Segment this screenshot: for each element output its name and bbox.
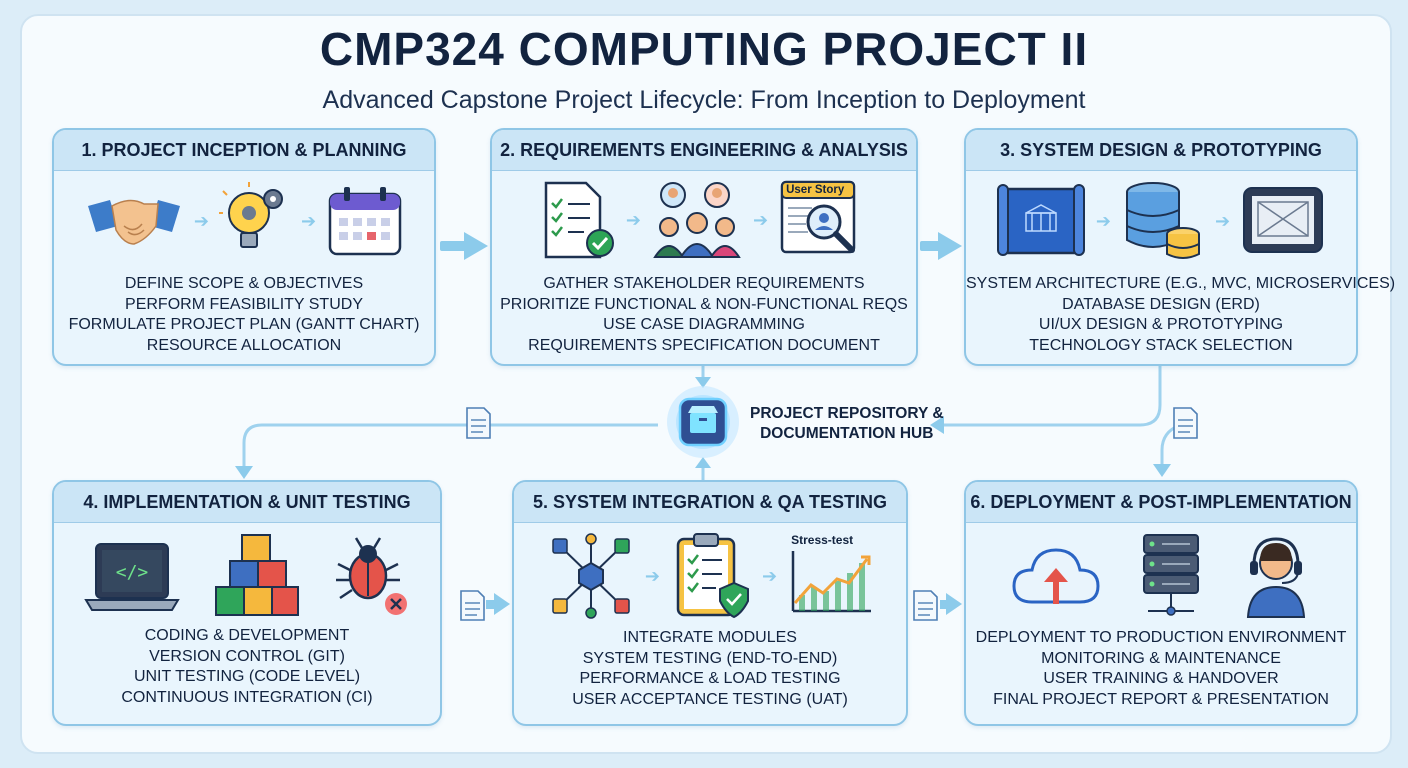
svg-text:</>: </> [116,562,149,583]
phase-5-title: 5. SYSTEM INTEGRATION & QA TESTING [514,482,906,523]
phase-4-icons: </> [54,530,440,624]
checklist-document-icon [544,181,614,259]
arrow-phase2-to-phase3 [920,232,962,260]
page-subtitle: Advanced Capstone Project Lifecycle: Fro… [322,86,1086,114]
list-item: Performance & Load Testing [579,670,841,687]
phase-2-title: 2. REQUIREMENTS ENGINEERING & ANALYSIS [492,130,916,171]
phase-3-panel: 3. SYSTEM DESIGN & PROTOTYPING ➔ ➔ [964,128,1396,366]
phase-1-items: Define Scope & Objectives Perform Feasib… [54,274,434,356]
arrow-icon: ➔ [753,209,769,230]
database-icon [1126,182,1200,259]
phase-1-icons: ➔ ➔ [54,180,434,262]
connector-hub-left [242,423,658,470]
arrow-icon: ➔ [1095,210,1111,231]
arrow-icon: ➔ [1215,210,1231,231]
stress-test-chart-icon: Stress-test [787,533,873,619]
list-item: Unit Testing (Code level) [133,668,361,685]
arrow-icon: ➔ [762,565,778,586]
user-story-icon: User Story [778,178,868,262]
phase-5-items: Integrate Modules System Testing (End-to… [514,628,906,710]
modules-blocks-icon [215,534,299,616]
page-title: CMP324 COMPUTING PROJECT II [319,23,1089,75]
stress-test-label: Stress-test [791,533,854,547]
list-item: Coding & Development [144,627,350,644]
phase-6-title: 6. DEPLOYMENT & POST-IMPLEMENTATION [966,482,1356,523]
handshake-icon [87,199,180,245]
list-item: Monitoring & Maintenance [1041,649,1281,667]
list-item: Integrate Modules [623,629,797,646]
calendar-icon [328,187,402,256]
bug-icon [336,537,407,615]
phase-2-items: Gather Stakeholder Requirements Prioriti… [492,274,916,356]
list-item: User Training & Handover [1043,670,1279,687]
phase-4-items: Coding & Development Version Control (Gi… [54,626,440,708]
phase-3-icons: ➔ ➔ [966,180,1356,262]
phase-5-panel: 5. SYSTEM INTEGRATION & QA TESTING ➔ ➔ [512,480,908,726]
phase-6-items: Deployment to Production Environment Mon… [966,628,1356,710]
phase-2-panel: 2. REQUIREMENTS ENGINEERING & ANALYSIS ➔… [490,128,918,366]
arrow-phase4-to-phase5 [486,593,510,615]
list-item: System Architecture (e.g., MVC, Microser… [966,275,1396,292]
list-item: Prioritize Functional & Non-Functional R… [500,295,908,313]
list-item: Database Design (ERD) [1062,295,1260,313]
phase-2-icons: ➔ ➔ User Story [492,178,916,262]
lightbulb-gears-icon [219,182,283,248]
arrow-icon: ➔ [644,565,660,586]
cloud-upload-icon [1012,548,1100,604]
phase-6-panel: 6. DEPLOYMENT & POST-IMPLEMENTATION [964,480,1358,726]
list-item: Formulate Project Plan (Gantt Chart) [68,316,420,333]
arrow-phase1-to-phase2 [440,232,488,260]
phase-3-items: System Architecture (e.g., MVC, Microser… [966,274,1396,356]
repository-box-icon [667,386,739,458]
list-item: Perform Feasibility Study [125,295,363,313]
list-item: Continuous Integration (CI) [121,688,373,706]
user-story-label: User Story [786,184,845,196]
document-icon [460,407,1198,621]
list-item: Deployment to Production Environment [975,629,1347,646]
list-item: Final Project Report & Presentation [993,690,1329,708]
phase-1-title: 1. PROJECT INCEPTION & PLANNING [54,130,434,171]
arrow-icon: ➔ [625,209,641,230]
phase-4-panel: 4. IMPLEMENTATION & UNIT TESTING </> Cod… [52,480,442,726]
list-item: Technology Stack Selection [1029,336,1293,354]
support-agent-icon [1246,537,1306,618]
list-item: User Acceptance Testing (UAT) [572,690,848,708]
arrow-icon: ➔ [301,210,317,231]
list-item: Resource Allocation [146,336,342,354]
list-item: Use Case Diagramming [603,316,805,333]
list-item: Version Control (Git) [149,647,345,665]
list-item: Requirements Specification Document [528,336,880,354]
repository-hub-label: PROJECT REPOSITORY & DOCUMENTATION HUB [750,405,944,442]
phase-3-title: 3. SYSTEM DESIGN & PROTOTYPING [966,130,1356,171]
laptop-code-icon: </> [84,543,180,611]
list-item: Define Scope & Objectives [124,275,364,292]
tablet-wireframe-icon [1243,187,1324,253]
phase-5-icons: ➔ ➔ Stress-test [514,530,906,622]
network-hub-icon [552,533,630,619]
connector-phase3-hub [940,366,1162,427]
server-rack-icon [1143,534,1199,616]
stakeholders-icon [653,182,741,258]
clipboard-check-icon [676,533,749,619]
list-item: UI/UX Design & Prototyping [1038,316,1284,333]
phase-1-panel: 1. PROJECT INCEPTION & PLANNING ➔ ➔ [52,128,436,366]
arrow-phase5-to-phase6 [940,593,962,615]
phase-6-icons [966,530,1356,622]
phase-4-title: 4. IMPLEMENTATION & UNIT TESTING [54,482,440,523]
arrow-icon: ➔ [193,210,209,231]
list-item: Gather Stakeholder Requirements [543,275,865,292]
list-item: System Testing (End-to-End) [582,649,838,667]
blueprint-icon [996,184,1085,256]
